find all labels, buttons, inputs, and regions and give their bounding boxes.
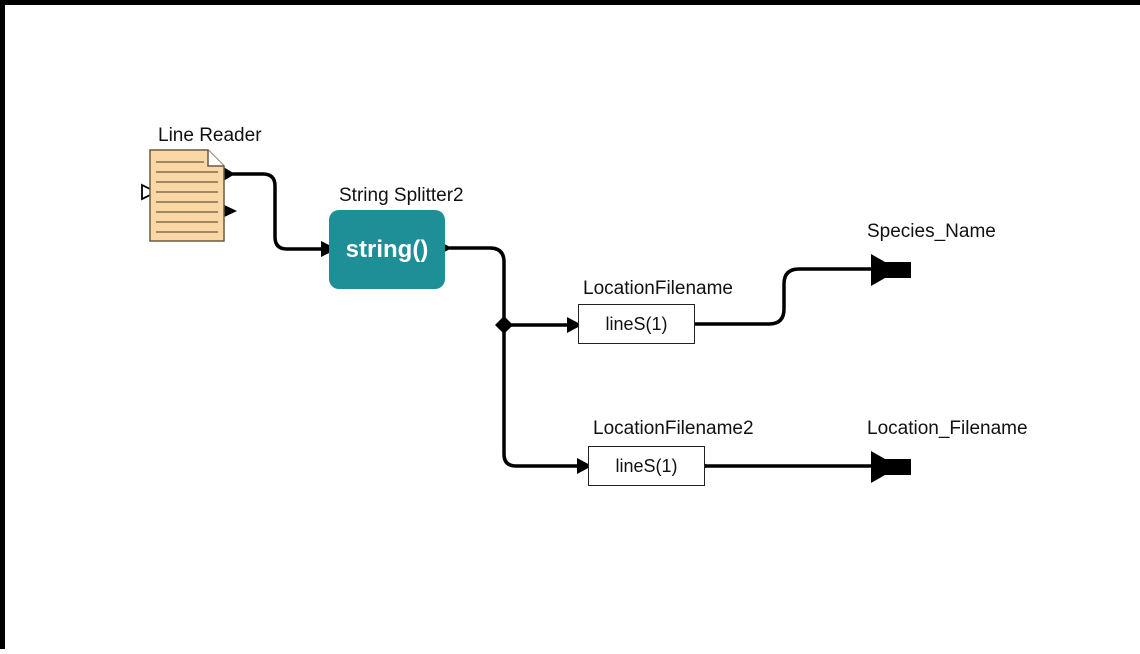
species-name-output[interactable] bbox=[871, 254, 913, 286]
wire-splitter-to-relation bbox=[448, 246, 506, 327]
location-filename-body: lineS(1) bbox=[605, 313, 668, 334]
location-filename2-actor[interactable]: lineS(1) bbox=[588, 446, 705, 486]
document-icon bbox=[149, 149, 225, 242]
line-reader-label: Line Reader bbox=[158, 125, 262, 146]
output-port-icon bbox=[871, 451, 911, 483]
wire-reader-to-splitter bbox=[231, 172, 325, 251]
output-port-icon bbox=[871, 254, 911, 286]
string-splitter-label: String Splitter2 bbox=[339, 185, 464, 206]
string-splitter-body: string() bbox=[345, 235, 429, 263]
relation-diamond-icon bbox=[495, 316, 513, 334]
location-filename-output[interactable] bbox=[871, 451, 913, 483]
location-filename-output-label: Location_Filename bbox=[867, 418, 1028, 439]
wire-relation-to-locfile2 bbox=[502, 323, 583, 468]
location-filename2-body: lineS(1) bbox=[615, 455, 678, 476]
location-filename-actor[interactable]: lineS(1) bbox=[578, 304, 695, 344]
location-filename2-label: LocationFilename2 bbox=[593, 418, 754, 439]
connection-wires bbox=[141, 165, 873, 474]
location-filename-label: LocationFilename bbox=[583, 278, 733, 299]
species-name-label: Species_Name bbox=[867, 221, 996, 242]
line-reader-actor[interactable] bbox=[148, 148, 226, 243]
string-splitter-actor[interactable]: string() bbox=[329, 210, 445, 289]
